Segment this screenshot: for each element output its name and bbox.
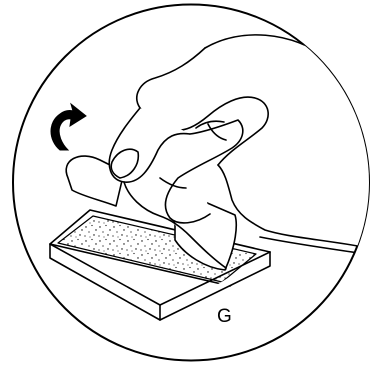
figure-label: G xyxy=(217,306,232,327)
